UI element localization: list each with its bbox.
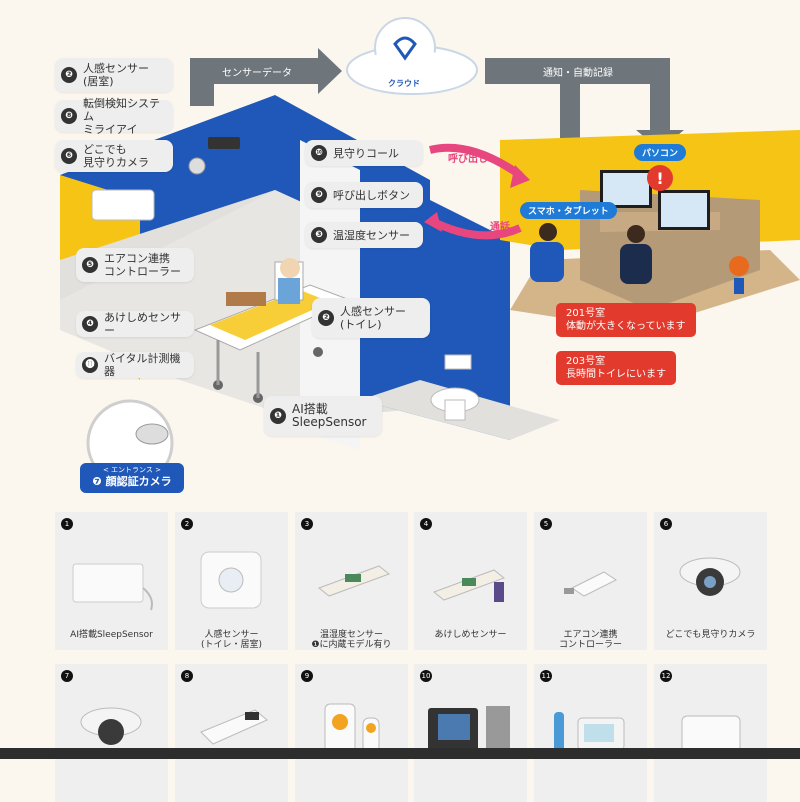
- toilet-illustration: [430, 354, 480, 421]
- product-card-fall-detection[interactable]: 8: [175, 664, 288, 802]
- sensor-data-label: センサーデータ: [222, 68, 292, 79]
- product-card-watch-call[interactable]: 10: [414, 664, 527, 802]
- alert-room-203: 203号室 長時間トイレにいます: [556, 351, 676, 385]
- product-card-temp-humidity[interactable]: 3 温湿度センサー ❶に内蔵モデル有り: [295, 512, 408, 650]
- product-card-gateway[interactable]: 12: [654, 664, 767, 802]
- alert-icon: [647, 165, 673, 191]
- aircon-illustration: [91, 189, 155, 221]
- notify-arrow: [485, 58, 684, 205]
- cloud-label: クラウド: [388, 79, 420, 88]
- entrance-badge: < エントランス > ❼ 顔認証カメラ: [80, 463, 184, 493]
- talk-label: 通話: [490, 222, 510, 233]
- illustration: ! センサーデータ クラウド 通知・自動記録 呼び出し 通話 スマホ・タブレット…: [55, 17, 800, 493]
- product-card-sleepsensor[interactable]: 1 AI搭載SleepSensor: [55, 512, 168, 650]
- product-card-door-sensor[interactable]: 4 あけしめセンサー: [414, 512, 527, 650]
- product-card-human-sensor[interactable]: 2 人感センサー (トイレ・居室): [175, 512, 288, 650]
- svg-text:!: !: [656, 169, 663, 188]
- product-card-call-button[interactable]: 9: [295, 664, 408, 802]
- product-card-anywhere-camera[interactable]: 6 どこでも見守りカメラ: [654, 512, 767, 650]
- call-label: 呼び出し: [448, 154, 488, 165]
- toilet-wall: [360, 200, 510, 440]
- product-card-aircon-controller[interactable]: 5 エアコン連携 コントローラー: [534, 512, 647, 650]
- notify-label: 通知・自動記録: [543, 68, 613, 79]
- cloud-icon: [346, 17, 478, 95]
- smartphone-badge: スマホ・タブレット: [520, 202, 617, 219]
- pc-badge: パソコン: [634, 144, 687, 161]
- call-arrow: [429, 143, 523, 179]
- product-card-vital-device[interactable]: 11: [534, 664, 647, 802]
- bottom-bar: [0, 748, 800, 759]
- bed-illustration: [193, 258, 352, 403]
- product-card-face-camera[interactable]: 7: [55, 664, 168, 802]
- sensor-data-arrow: [190, 48, 342, 106]
- alert-room-201: 201号室 体動が大きくなっています: [556, 303, 696, 337]
